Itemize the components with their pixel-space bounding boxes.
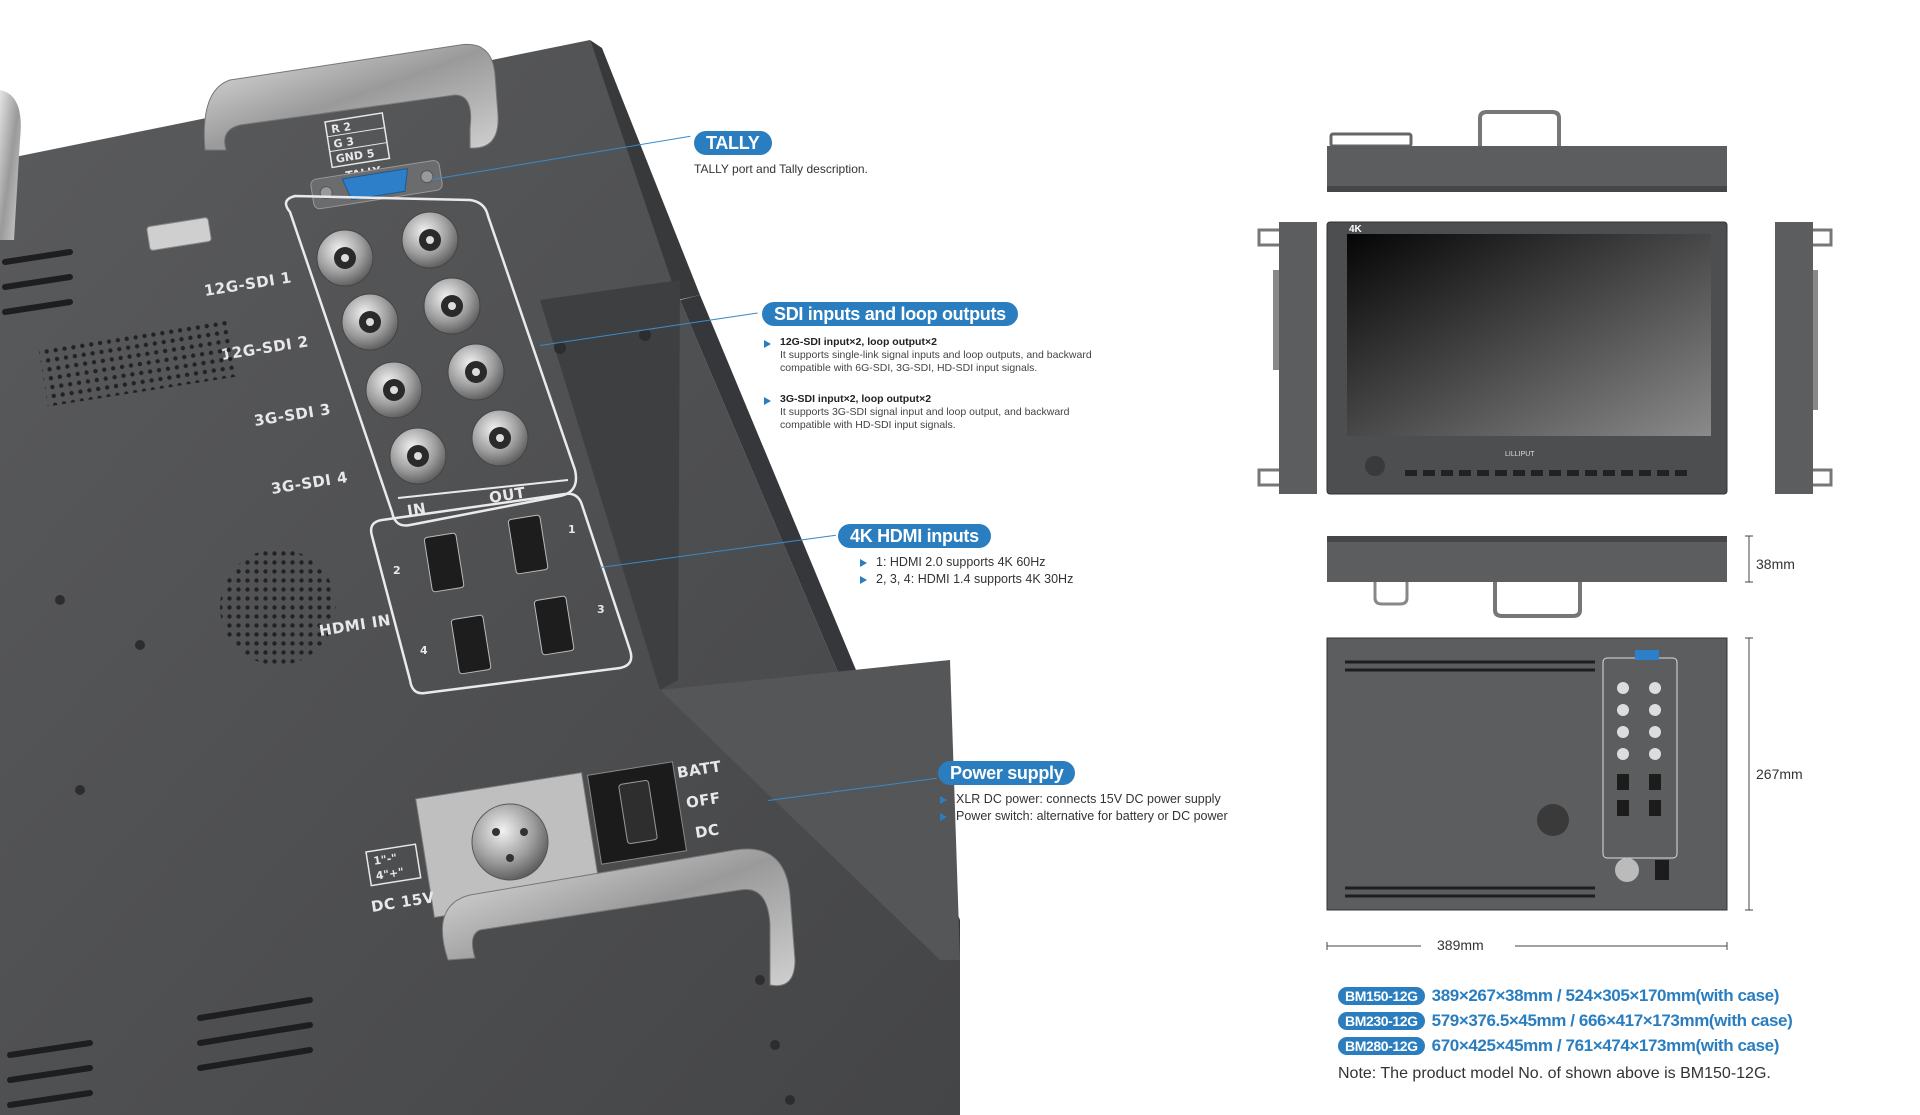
power-item-switch: Power switch: alternative for battery or…: [938, 808, 1228, 825]
spec-row: BM230-12G 579×376.5×45mm / 666×417×173mm…: [1338, 1008, 1793, 1033]
bnc-3g-4-out[interactable]: [471, 409, 529, 467]
front-view: 4K LILLIPUT: [1326, 221, 1728, 495]
left-side-view: [1257, 222, 1317, 494]
hdmi-num-3: 3: [597, 603, 605, 616]
tally-legend-g: G 3: [333, 135, 355, 151]
bnc-12g-2-out[interactable]: [423, 277, 481, 335]
hdmi-port-2[interactable]: [423, 532, 465, 593]
hdmi-item-1: 1: HDMI 2.0 supports 4K 60Hz: [858, 554, 1073, 571]
spec-model-badge: BM280-12G: [1338, 1036, 1425, 1055]
callout-tally: TALLY TALLY port and Tally description.: [694, 131, 868, 177]
bnc-12g-2-in[interactable]: [341, 293, 399, 351]
bnc-3g-4-in[interactable]: [389, 427, 447, 485]
callout-hdmi-title: 4K HDMI inputs: [838, 524, 991, 548]
spec-dims: 389×267×38mm / 524×305×170mm(with case): [1431, 985, 1780, 1005]
dim-width: 389mm: [1437, 937, 1484, 953]
hdmi-num-4: 4: [420, 644, 428, 657]
hdmi-port-1[interactable]: [507, 514, 549, 575]
vent-grille: [38, 317, 236, 407]
callout-tally-desc: TALLY port and Tally description.: [694, 162, 868, 176]
right-side-view: [1775, 222, 1833, 494]
sdi-item-3g-heading: 3G-SDI input×2, loop output×2: [780, 393, 932, 405]
hdmi-num-1: 1: [568, 523, 576, 536]
switch-off-label: OFF: [685, 789, 722, 812]
dc-pin-4: 4"+": [375, 865, 405, 882]
power-item-xlr: XLR DC power: connects 15V DC power supp…: [938, 791, 1228, 808]
dimension-lines: [1326, 535, 1753, 950]
bottom-view: [1327, 536, 1727, 618]
dim-depth: 38mm: [1756, 556, 1795, 572]
callout-sdi-title: SDI inputs and loop outputs: [762, 302, 1018, 326]
hdmi-item-2: 2, 3, 4: HDMI 1.4 supports 4K 30Hz: [858, 571, 1073, 588]
dim-height: 267mm: [1756, 766, 1803, 782]
sdi-item-3g-text: It supports 3G-SDI signal input and loop…: [780, 406, 1070, 431]
dc-pin-legend: 1"-" 4"+": [365, 843, 422, 887]
panel-face: [0, 40, 960, 1115]
spec-dims: 670×425×45mm / 761×474×173mm(with case): [1431, 1035, 1780, 1055]
sdi-item-12g-heading: 12G-SDI input×2, loop output×2: [780, 336, 937, 348]
model-specs: BM150-12G 389×267×38mm / 524×305×170mm(w…: [1338, 983, 1793, 1058]
spec-model-badge: BM230-12G: [1338, 1011, 1425, 1030]
spec-dims: 579×376.5×45mm / 666×417×173mm(with case…: [1431, 1010, 1793, 1030]
callout-power: Power supply XLR DC power: connects 15V …: [938, 761, 1228, 825]
screws: [55, 329, 795, 1105]
switch-dc-label: DC: [694, 820, 721, 842]
callout-hdmi: 4K HDMI inputs 1: HDMI 2.0 supports 4K 6…: [838, 524, 1073, 588]
xlr-dc-connector[interactable]: [471, 803, 549, 881]
tally-legend-gnd: GND 5: [335, 147, 375, 166]
usb-port[interactable]: [146, 217, 212, 251]
front-brand: LILLIPUT: [1505, 451, 1535, 458]
device-rear-panel: R 2 G 3 GND 5 TALLY IN OUT 12G-SDI 1 12G…: [0, 40, 960, 1115]
dimension-drawings: 4K LILLIPUT: [1215, 110, 1865, 970]
bnc-12g-1-out[interactable]: [401, 211, 459, 269]
hdmi-num-2: 2: [393, 564, 401, 577]
callout-sdi: SDI inputs and loop outputs 12G-SDI inpu…: [762, 302, 1162, 432]
spec-row: BM280-12G 670×425×45mm / 761×474×173mm(w…: [1338, 1033, 1792, 1058]
top-handle: [0, 43, 499, 240]
side-slots: [2, 249, 313, 1108]
power-switch[interactable]: [586, 761, 688, 865]
bottom-handle: [441, 848, 796, 987]
bnc-connectors: [316, 211, 529, 485]
bnc-3g-3-out[interactable]: [447, 343, 505, 401]
top-view: [1327, 110, 1727, 192]
hdmi-port-3[interactable]: [533, 595, 575, 656]
spec-model-badge: BM150-12G: [1338, 986, 1425, 1005]
tally-legend: R 2 G 3 GND 5 TALLY: [324, 112, 391, 182]
sdi-item-12g-text: It supports single-link signal inputs an…: [780, 349, 1092, 374]
hdmi-port-4[interactable]: [450, 614, 492, 675]
tally-legend-r: R 2: [330, 120, 352, 136]
dc-pin-1: 1"-": [373, 851, 398, 868]
sdi-item-12g: 12G-SDI input×2, loop output×2 It suppor…: [762, 336, 1162, 375]
spec-row: BM150-12G 389×267×38mm / 524×305×170mm(w…: [1338, 983, 1792, 1008]
hdmi-section: 1 2 3 4 HDMI IN: [318, 492, 633, 695]
front-screen: [1347, 234, 1711, 436]
speaker-grille: [220, 549, 336, 665]
callout-power-title: Power supply: [938, 761, 1076, 785]
sdi-item-3g: 3G-SDI input×2, loop output×2 It support…: [762, 393, 1162, 432]
bnc-12g-1-in[interactable]: [316, 229, 374, 287]
front-4k-badge: 4K: [1349, 224, 1363, 235]
bnc-3g-3-in[interactable]: [365, 361, 423, 419]
back-view: [1326, 637, 1728, 911]
model-note: Note: The product model No. of shown abo…: [1338, 1065, 1771, 1082]
callout-tally-title: TALLY: [694, 131, 772, 155]
front-buttons: [1405, 470, 1687, 476]
